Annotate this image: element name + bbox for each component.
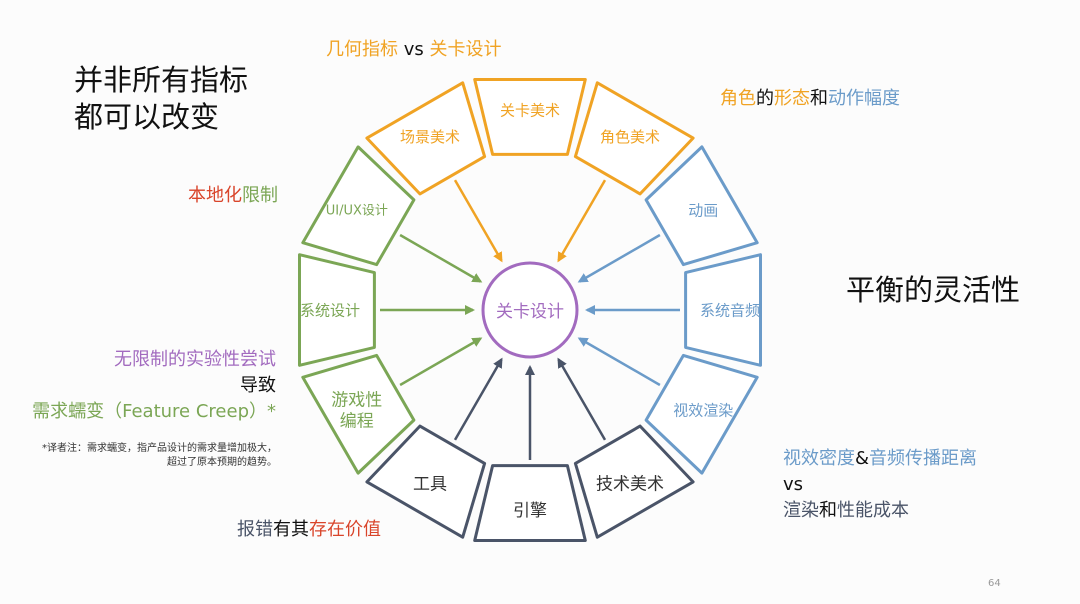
wheel-segment [644, 353, 759, 475]
annotation-bottom-right: 视效密度&音频传播距离 vs 渲染和性能成本 [783, 446, 977, 524]
text-run: 性能成本 [837, 500, 909, 521]
text-run: 的 [756, 88, 774, 109]
wheel-segment-label: 引擎 [513, 501, 547, 521]
text-run: 限制 [242, 185, 278, 206]
annotation-top-right: 角色的形态和动作幅度 [720, 87, 900, 111]
text-run: 几何指标 [326, 39, 398, 60]
text-run: 和 [819, 500, 837, 521]
text-run: 有其 [273, 519, 309, 540]
text-run: 动作幅度 [828, 88, 900, 109]
wheel-arrow [399, 233, 483, 283]
wheel-segment-label: 游戏性编程 [331, 391, 382, 432]
text-run: 和 [810, 88, 828, 109]
right-heading: 平衡的灵活性 [846, 273, 1021, 307]
title-line-1: 并非所有指标 [74, 63, 249, 97]
annotation-left-upper: 本地化限制 [188, 184, 278, 208]
text-run: 角色 [720, 88, 756, 109]
footnote-line-1: *译者注：需求蠕变，指产品设计的需求量增加极大， [42, 443, 277, 454]
text-run: 导致 [240, 375, 276, 396]
center-label: 关卡设计 [496, 302, 564, 322]
wheel-segment-label: 系统设计 [300, 301, 360, 319]
wheel-segment [573, 424, 695, 539]
annotation-left-mid-line-1: 无限制的实验性尝试 [32, 347, 276, 373]
wheel-segment [473, 78, 587, 156]
wheel-segment [301, 353, 416, 475]
wheel-segment [365, 81, 487, 196]
wheel-segment-label: 技术美术 [596, 474, 664, 494]
title-line-2: 都可以改变 [74, 100, 220, 134]
annotation-left-mid: 无限制的实验性尝试 导致 需求蠕变（Feature Creep）* [32, 347, 276, 425]
wheel-arrow [577, 233, 661, 283]
footnote: *译者注：需求蠕变，指产品设计的需求量增加极大， 超过了原本预期的趋势。 [42, 442, 277, 470]
text-run: 存在价值 [309, 519, 381, 540]
wheel-segment [644, 145, 759, 267]
slide-title: 并非所有指标 都可以改变 [74, 62, 248, 136]
text-run: 无限制的实验性尝试 [114, 349, 276, 370]
wheel-arrow [557, 179, 607, 263]
wheel-arrow [453, 179, 503, 263]
wheel-segment [573, 81, 695, 196]
wheel-arrow [453, 357, 503, 441]
center-circle [481, 261, 579, 359]
annotation-left-mid-line-2: 导致 [32, 373, 276, 399]
text-run: 音频传播距离 [869, 448, 978, 469]
wheel-segment [684, 253, 762, 367]
annotation-bottom: 报错有其存在价值 [237, 518, 381, 542]
wheel-arrow [399, 337, 483, 387]
wheel-arrow [557, 357, 607, 441]
wheel-segment [473, 464, 587, 542]
wheel-segment-label: 角色美术 [600, 128, 660, 146]
annotation-bottom-right-line-2: vs [783, 472, 977, 498]
wheel-segment-label: 工具 [413, 474, 447, 494]
text-run: 关卡设计 [429, 39, 502, 60]
wheel-arrow [577, 337, 661, 387]
text-run: & [855, 448, 870, 469]
page-number: 64 [988, 578, 1001, 589]
annotation-bottom-right-line-3: 渲染和性能成本 [783, 498, 977, 524]
wheel-segment-label: 场景美术 [400, 128, 460, 146]
annotation-left-mid-line-3: 需求蠕变（Feature Creep）* [32, 399, 276, 425]
text-run: vs [398, 39, 430, 60]
wheel-segment-label: 系统音频 [700, 301, 760, 319]
wheel-segment-label: 视效渲染 [673, 401, 733, 419]
text-run: 渲染 [783, 500, 819, 521]
wheel-segment [301, 145, 416, 267]
text-run: 本地化 [188, 185, 242, 206]
wheel-segment-label: 动画 [688, 201, 718, 219]
annotation-bottom-right-line-1: 视效密度&音频传播距离 [783, 446, 977, 472]
text-run: vs [783, 474, 804, 495]
wheel-segment [365, 424, 487, 539]
footnote-line-2: 超过了原本预期的趋势。 [167, 457, 277, 468]
text-run: 报错 [237, 519, 273, 540]
text-run: 视效密度 [783, 448, 855, 469]
text-run: 形态 [774, 88, 810, 109]
wheel-segment-label: UI/UX设计 [326, 204, 388, 219]
wheel-segment-label: 关卡美术 [500, 101, 560, 119]
text-run: 需求蠕变（Feature Creep）* [32, 401, 276, 422]
annotation-top: 几何指标 vs 关卡设计 [326, 38, 501, 62]
wheel-segment [298, 253, 376, 367]
